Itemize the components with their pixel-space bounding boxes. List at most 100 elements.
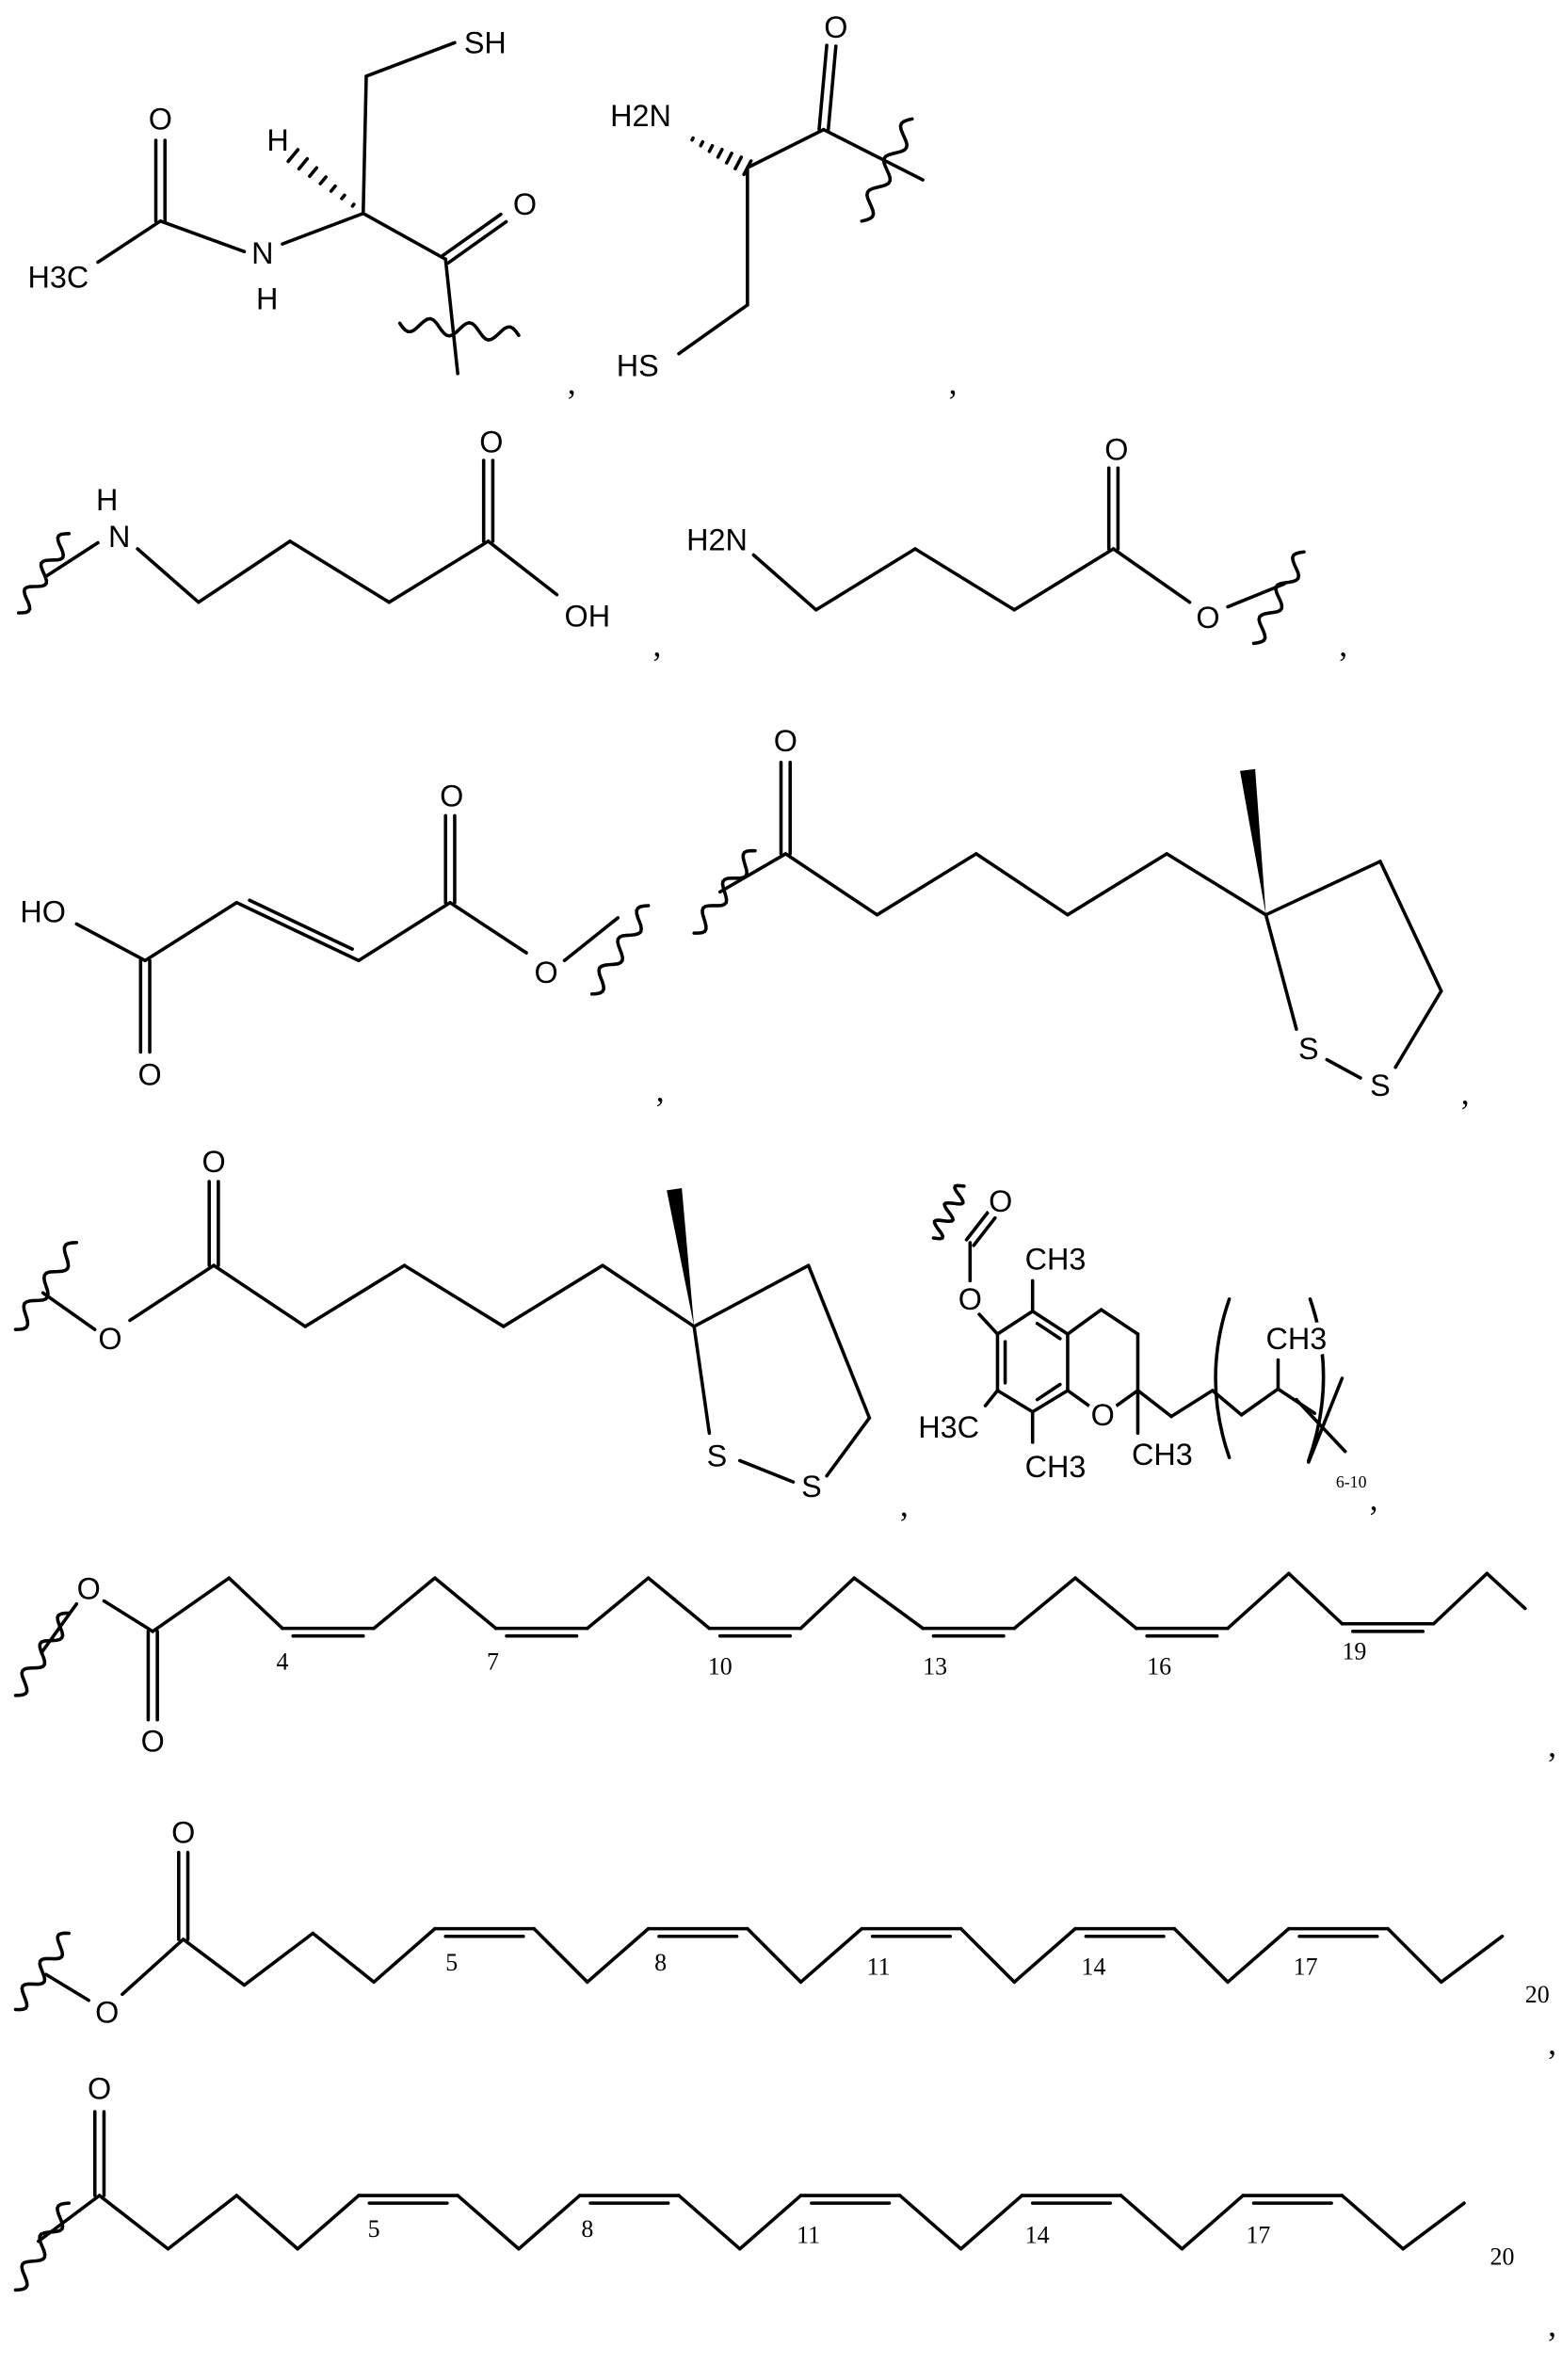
separator-comma: , (568, 363, 576, 401)
bond (1102, 1310, 1138, 1334)
wavy-attachment-bond (400, 318, 519, 340)
bond (1289, 1573, 1343, 1623)
bond (1403, 2203, 1464, 2249)
locant-label: 14 (1082, 1954, 1106, 1981)
atom-label: O (95, 1996, 119, 2030)
bond (816, 549, 915, 610)
bond (214, 1265, 305, 1327)
atom-label: O (774, 724, 797, 758)
bond (974, 1218, 995, 1246)
wavy-attachment-bond (16, 1243, 77, 1329)
bond (878, 854, 976, 915)
structure-epa-acyl: O5811141720, (16, 2072, 1556, 2343)
bond (649, 1578, 710, 1628)
separator-comma: , (1461, 1073, 1470, 1111)
bond (282, 214, 363, 244)
bond (785, 854, 877, 915)
bond (229, 1578, 282, 1628)
locant-label: 8 (581, 2215, 593, 2243)
atom-label: CH3 (1025, 1450, 1087, 1484)
bond (1075, 1578, 1136, 1628)
bond (404, 1265, 503, 1327)
bond (1117, 1391, 1138, 1406)
separator-comma: , (1370, 1479, 1378, 1517)
bond (1068, 1310, 1102, 1334)
wavy-attachment-bond (592, 906, 649, 994)
bond (679, 2195, 740, 2249)
bond (819, 45, 827, 129)
structure-dha-ester: OO4710131619, (16, 1571, 1556, 1763)
atom-label: S (801, 1470, 822, 1504)
bond (76, 924, 145, 960)
atom-label: O (989, 1184, 1012, 1218)
bond (1265, 861, 1379, 915)
locant-label: 16 (1147, 1653, 1171, 1680)
separator-comma: , (656, 1070, 665, 1108)
bond (753, 555, 815, 609)
bond (603, 1265, 694, 1327)
bond (748, 1929, 801, 1983)
bond (1388, 1929, 1441, 1983)
bond (1121, 2195, 1183, 2249)
bond (979, 1314, 997, 1334)
bond (1242, 1389, 1279, 1415)
bond (168, 2195, 236, 2249)
wedge-bond (667, 1188, 694, 1327)
separator-comma: , (1548, 2023, 1556, 2061)
bond (748, 130, 824, 168)
wedge-bond (1240, 769, 1265, 915)
bond (854, 1578, 923, 1628)
bond (153, 1578, 229, 1632)
locant-label: 14 (1025, 2222, 1050, 2249)
bond (374, 1578, 435, 1628)
atom-label: S (707, 1439, 728, 1473)
atom-label: O (1091, 1398, 1115, 1432)
bond (298, 159, 307, 169)
bond (145, 903, 236, 961)
structure-n-acetylcysteine: SHHOH3CNHO, (27, 25, 575, 400)
bond (98, 221, 160, 263)
atom-label: S (1370, 1069, 1391, 1102)
atom-label: CH3 (1265, 1322, 1327, 1356)
wavy-attachment-bond (16, 1933, 70, 2009)
structure-epa-ester: OO5811141720, (16, 1816, 1556, 2062)
bond (320, 177, 326, 184)
atom-label: O (88, 2072, 111, 2106)
atom-label: O (535, 956, 558, 989)
bond (342, 195, 345, 199)
bond (199, 541, 290, 603)
bond (692, 138, 693, 140)
bond (1137, 1391, 1171, 1417)
bond (679, 305, 748, 354)
bond (997, 1391, 1032, 1412)
bond (504, 1265, 603, 1327)
wavy-attachment-bond (694, 851, 755, 933)
atom-label: SH (464, 25, 507, 59)
bond (1265, 915, 1296, 1029)
atom-label: H3C (918, 1410, 979, 1444)
atom-label: O (1196, 601, 1219, 635)
wavy-attachment-bond (19, 534, 69, 613)
bond (966, 1213, 988, 1240)
bond (1380, 861, 1441, 991)
bond (305, 1265, 404, 1327)
bond (588, 1929, 649, 1983)
bond (740, 2195, 801, 2249)
bond (961, 1929, 1015, 1983)
bond (824, 130, 923, 180)
bond (1014, 549, 1113, 610)
locant-label: 17 (1246, 2222, 1270, 2249)
bond (565, 918, 619, 960)
bond (489, 541, 557, 595)
structure-tocopherol: OOCH3CH3H3COCH3CH36-10, (918, 1184, 1377, 1517)
wavy-attachment-bond (16, 2203, 70, 2290)
bond (1174, 1929, 1228, 1983)
bond (900, 2195, 961, 2249)
atom-label: H (266, 123, 288, 157)
atom-label: O (824, 10, 847, 44)
atom-label: HS (617, 349, 659, 383)
bond (1487, 1573, 1524, 1608)
bond (250, 900, 352, 949)
bond (700, 142, 702, 146)
bond (298, 2195, 359, 2249)
